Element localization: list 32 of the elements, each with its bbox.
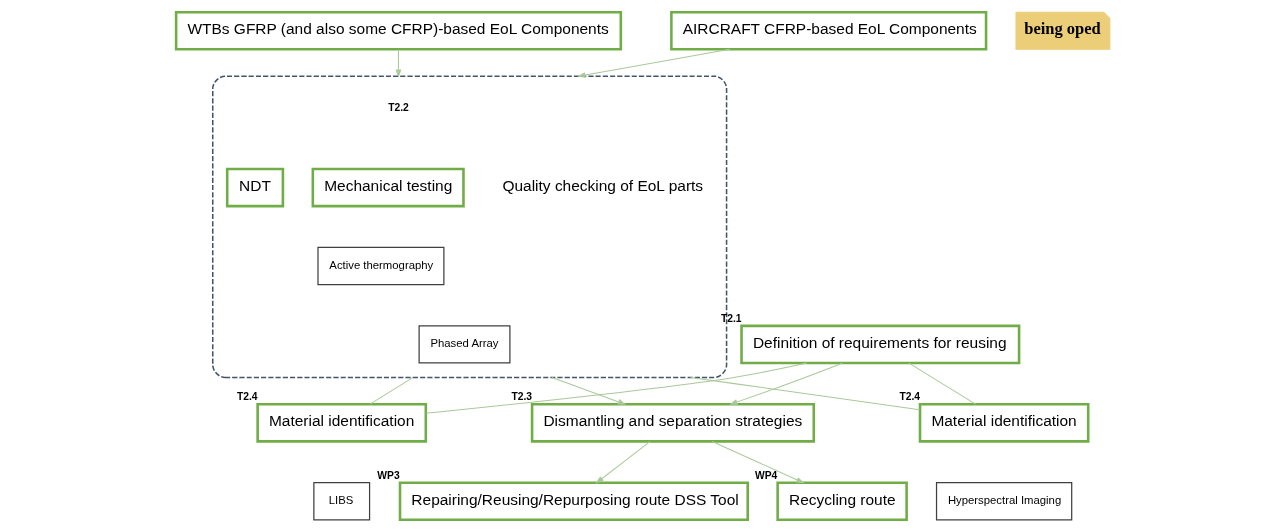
connector	[369, 376, 414, 405]
connector	[689, 376, 920, 411]
node-box: Dismantling and separation strategies	[530, 402, 815, 443]
connector	[425, 362, 807, 414]
node-box: Material identification	[255, 402, 427, 443]
node-label: T2.2	[387, 101, 409, 113]
node-box: LIBS	[312, 482, 370, 521]
node-box: Repairing/Reusing/Repurposing route DSS Tool	[398, 481, 749, 522]
connector	[908, 362, 976, 405]
arrow	[711, 441, 805, 484]
node-box: AIRCRAFT CFRP-based EoL Components	[669, 10, 987, 51]
node-box: Definition of requirements for reusing	[739, 324, 1020, 365]
node-box: Recycling route	[775, 481, 908, 522]
node-box: WTBs GFRP (and also some CFRP)-based EoL Components	[174, 10, 622, 51]
node-label: T2.4	[236, 391, 258, 403]
arrow	[550, 376, 626, 405]
node-box: Material identification	[918, 402, 1089, 443]
node-box: Active thermography	[316, 246, 444, 286]
node-label: T2.3	[510, 391, 532, 403]
arrow	[395, 48, 401, 78]
node-box: NDT	[225, 167, 284, 208]
node-box: Mechanical testing	[311, 167, 465, 208]
node-label: T2.4	[898, 391, 920, 403]
arrow	[576, 48, 730, 78]
arrow	[595, 441, 650, 484]
node-box: Hyperspectral Imaging	[935, 482, 1072, 521]
label: being oped	[1023, 18, 1101, 38]
node-label: WP4	[754, 469, 777, 481]
node-label: WP3	[376, 469, 400, 481]
arrow	[728, 362, 843, 405]
node-label: T2.1	[720, 312, 742, 324]
node-box: Phased Array	[418, 325, 510, 364]
